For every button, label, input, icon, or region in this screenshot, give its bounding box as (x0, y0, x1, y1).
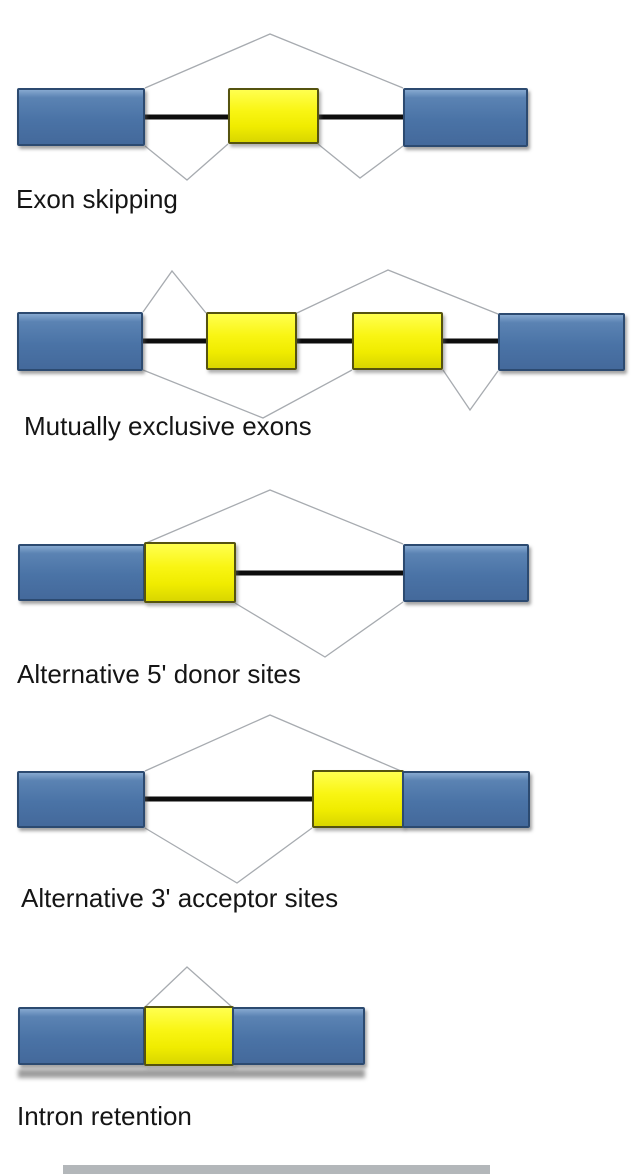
splice-path-bottom-left (142, 369, 353, 419)
exon-box-left (18, 1007, 145, 1065)
panel-label-exon-skipping: Exon skipping (16, 184, 178, 214)
exon-box-right (403, 88, 528, 147)
alternative-exon-box (144, 542, 236, 603)
panel-label-alternative-5-donor-sites: Alternative 5' donor sites (17, 659, 301, 689)
splice-path-donor-distal (234, 601, 404, 658)
exon-box-right (232, 1007, 365, 1065)
splice-path-acceptor-distal (144, 714, 402, 772)
exon-box-left (18, 544, 145, 601)
alternative-exon-box (312, 770, 404, 828)
splice-path-top-left (142, 269, 207, 314)
splice-path-include-left (144, 143, 229, 181)
panel-label-mutually-exclusive-exons: Mutually exclusive exons (24, 411, 312, 441)
alternative-exon-box-2 (352, 312, 443, 370)
splice-path-top-right (296, 269, 499, 315)
exon-box-right (402, 771, 530, 828)
splice-path-include-right (317, 143, 404, 179)
exon-box-right (403, 544, 529, 602)
panel-label-intron-retention: Intron retention (17, 1101, 192, 1131)
splice-path-acceptor-proximal (144, 827, 313, 884)
splice-path-skip-top (144, 33, 404, 89)
retained-intron-box (144, 1006, 234, 1066)
cropped-bottom-strip (63, 1165, 490, 1174)
splice-path-donor-proximal (145, 489, 404, 545)
alternative-exon-box (228, 88, 319, 144)
alternative-exon-box-1 (206, 312, 297, 370)
splice-path-bottom-right (442, 369, 499, 412)
panel-label-alternative-3-acceptor-sites: Alternative 3' acceptor sites (21, 883, 339, 913)
exon-box-left (17, 88, 145, 146)
exon-box-left (17, 771, 145, 828)
exon-box-left (17, 312, 143, 371)
splice-path-retained-intron (144, 966, 233, 1008)
exon-box-right (498, 313, 625, 371)
bar-shadow (18, 1069, 365, 1078)
